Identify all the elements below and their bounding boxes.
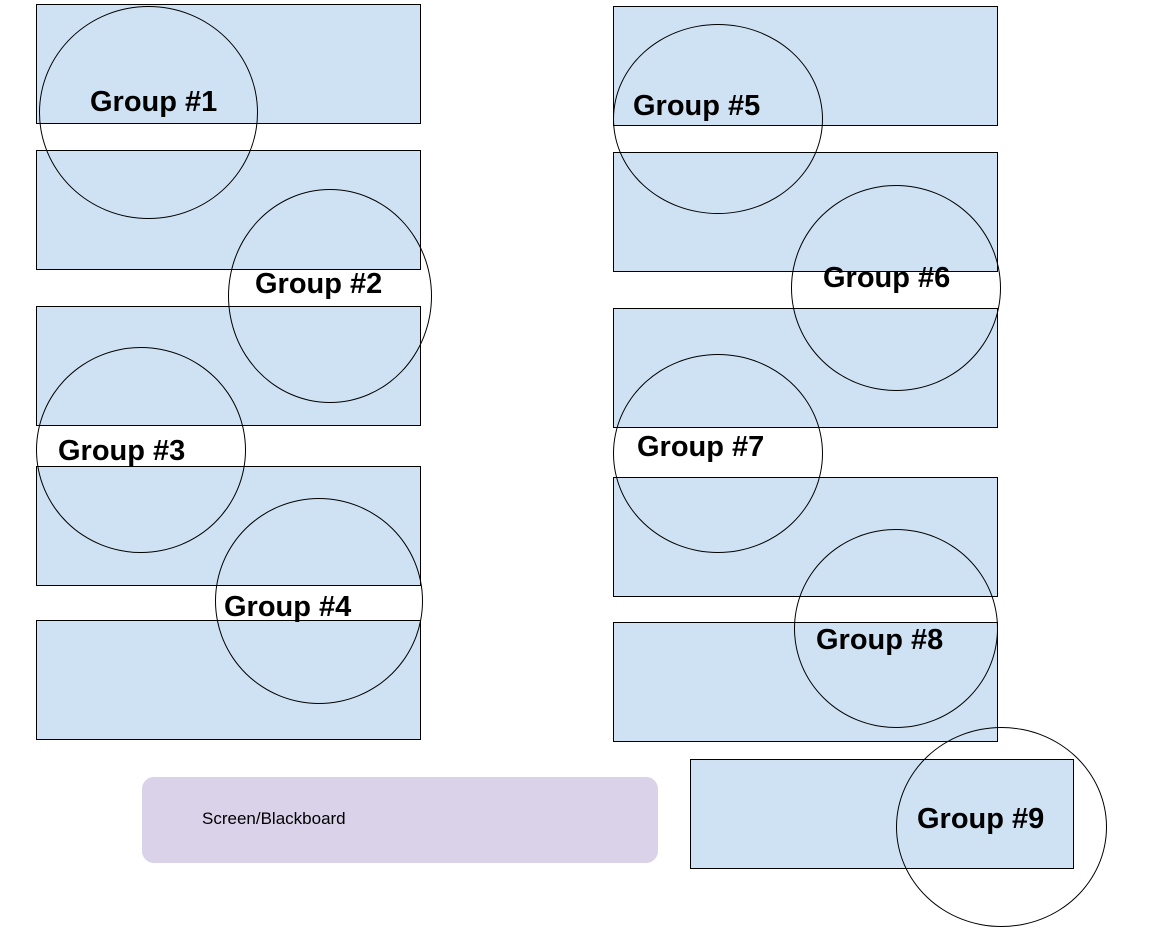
group-8-circle — [794, 529, 998, 728]
group-2-label: Group #2 — [255, 268, 383, 300]
group-6-circle — [791, 185, 1001, 391]
group-1-label: Group #1 — [90, 86, 218, 118]
group-7-label: Group #7 — [637, 431, 765, 463]
group-3-circle — [36, 347, 246, 553]
group-7-circle — [613, 354, 823, 553]
group-5-label: Group #5 — [633, 90, 761, 122]
group-8-label: Group #8 — [816, 624, 944, 656]
group-1-circle — [39, 6, 258, 219]
group-5-circle — [613, 24, 823, 214]
group-4-label: Group #4 — [224, 591, 352, 623]
group-9-label: Group #9 — [917, 803, 1045, 835]
group-3-label: Group #3 — [58, 435, 186, 467]
screen-blackboard-label: Screen/Blackboard — [202, 809, 346, 828]
screen-blackboard: Screen/Blackboard — [142, 777, 658, 863]
group-4-circle — [215, 498, 423, 704]
group-2-circle — [228, 189, 432, 403]
group-6-label: Group #6 — [823, 262, 951, 294]
